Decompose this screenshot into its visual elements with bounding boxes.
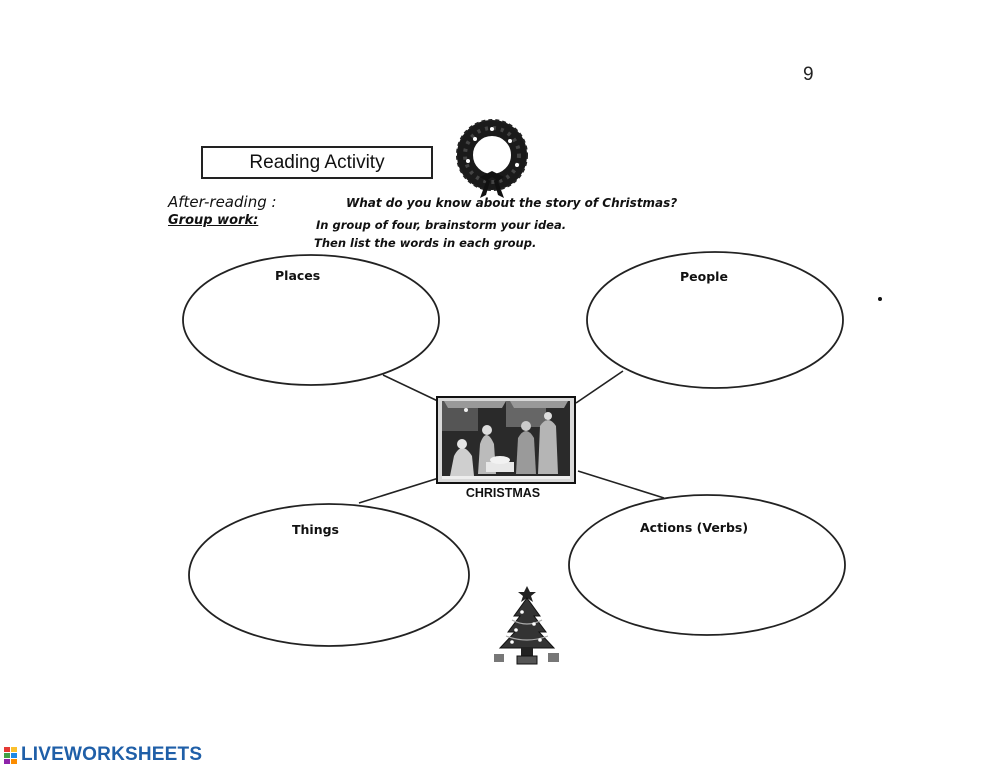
- liveworksheets-logo-icon: [4, 746, 17, 764]
- connector-actions: [577, 470, 665, 499]
- connector-places: [382, 374, 443, 404]
- center-topic-label: CHRISTMAS: [465, 486, 541, 500]
- group-work-instruction-1: In group of four, brainstorm your idea.: [316, 218, 567, 232]
- group-label-people: People: [680, 269, 728, 284]
- group-label-things: Things: [292, 522, 339, 537]
- liveworksheets-brand[interactable]: LIVEWORKSHEETS: [4, 744, 202, 766]
- wreath-icon: [456, 119, 528, 198]
- christmas-tree-icon: [494, 586, 559, 665]
- page-number: 9: [803, 64, 814, 85]
- after-reading-label: After-reading :: [168, 193, 277, 211]
- after-reading-question: What do you know about the story of Chri…: [346, 196, 678, 210]
- nativity-scene-image: [436, 396, 576, 484]
- connector-people: [575, 370, 624, 404]
- group-label-places: Places: [275, 268, 321, 283]
- group-work-label: Group work:: [168, 213, 259, 228]
- oval-people[interactable]: [586, 251, 844, 389]
- connector-things: [358, 476, 443, 504]
- oval-things[interactable]: [188, 503, 470, 647]
- brand-name: LIVEWORKSHEETS: [21, 744, 203, 765]
- activity-title: Reading Activity: [201, 146, 433, 179]
- group-label-actions: Actions (Verbs): [640, 520, 749, 535]
- stray-ink-dot: [878, 297, 882, 301]
- group-work-instruction-2: Then list the words in each group.: [314, 236, 537, 250]
- oval-actions[interactable]: [568, 494, 846, 636]
- oval-places[interactable]: [182, 254, 440, 386]
